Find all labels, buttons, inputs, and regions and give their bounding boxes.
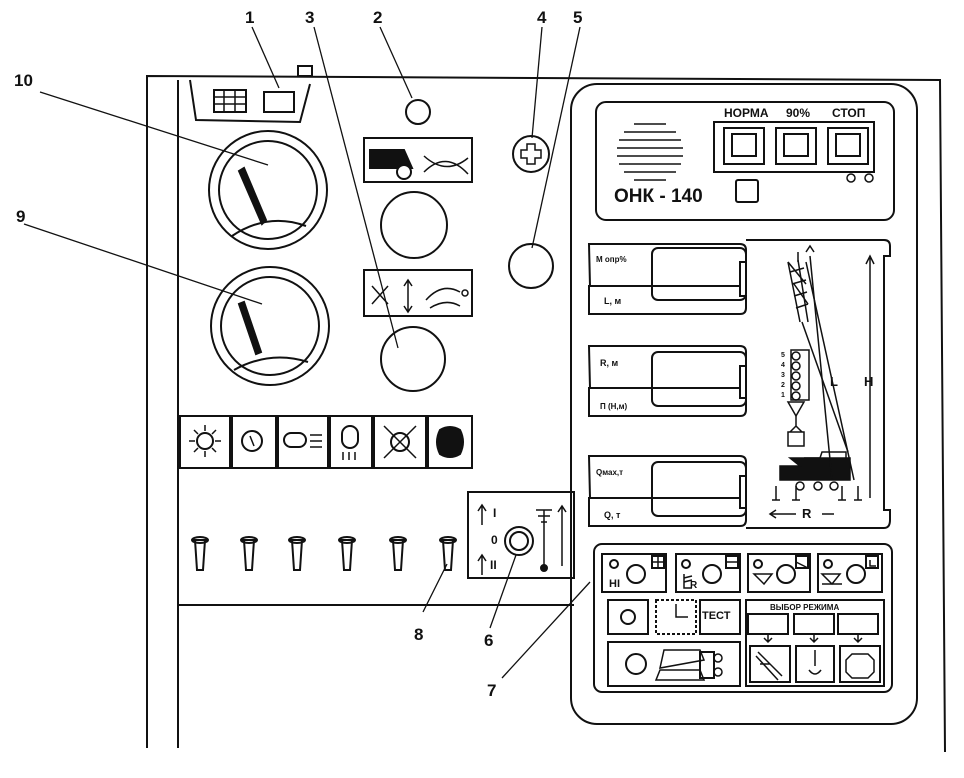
crane-frame — [746, 239, 891, 529]
display-group-2 — [587, 345, 747, 417]
mode-hook-button[interactable] — [795, 645, 835, 683]
callout-10: 10 — [14, 71, 33, 90]
alarm-lamps — [723, 127, 869, 165]
test-label: ТЕСТ — [702, 610, 731, 622]
onk-panel — [570, 83, 918, 725]
callout-1: 1 — [245, 8, 255, 27]
reset-button[interactable] — [735, 179, 759, 203]
gauge-9 — [210, 266, 330, 386]
sign-boom-arrows — [363, 269, 473, 317]
display-3-top-label: Qмах,т — [596, 468, 624, 477]
button-round-lower[interactable] — [380, 326, 446, 392]
indicator-row — [179, 415, 473, 469]
top-bracket — [189, 79, 311, 124]
key-switch-box — [467, 491, 575, 579]
scale-4: 4 — [781, 362, 785, 369]
display-1-top-label: М опр% — [596, 255, 627, 264]
mode-select-title: ВЫБОР РЕЖИМА — [770, 603, 840, 612]
display-group-3 — [587, 455, 747, 527]
crane-height-label: H — [864, 374, 874, 389]
scale-5: 5 — [781, 352, 785, 359]
socket-4[interactable] — [512, 135, 550, 173]
alarm-label-stop: СТОП — [832, 106, 866, 120]
lamp-5 — [508, 243, 554, 289]
relay-block — [263, 91, 295, 113]
mode-select-block — [745, 599, 885, 687]
crane-pictogram — [768, 244, 875, 519]
switch-pos-1: I — [493, 506, 497, 520]
hi-label: HI — [609, 578, 620, 590]
outrigger-button[interactable] — [607, 641, 741, 687]
speaker-grille — [617, 123, 683, 181]
scale-3: 3 — [781, 372, 785, 379]
fuse-block — [213, 89, 247, 113]
mode-off-button[interactable] — [839, 645, 881, 683]
mode-boom-button[interactable] — [749, 645, 791, 683]
callout-8: 8 — [414, 625, 424, 644]
display-1-bottom-label: L, м — [604, 296, 622, 306]
key-switch[interactable] — [504, 526, 534, 556]
mode-keys[interactable] — [601, 553, 883, 593]
callout-4: 4 — [537, 8, 547, 27]
onk-top-unit — [595, 101, 895, 221]
panel-frame — [146, 74, 946, 753]
scale-1: 1 — [781, 392, 785, 399]
cross-icon — [520, 143, 542, 165]
crane-length-label: L — [830, 374, 838, 389]
display-group-1 — [587, 243, 747, 315]
scale-2: 2 — [781, 382, 785, 389]
clock-button[interactable] — [655, 599, 697, 635]
alarm-label-norm: НОРМА — [724, 106, 769, 120]
sign-truck-crossed — [363, 137, 473, 183]
display-3-bottom-label: Q, т — [604, 510, 621, 520]
gauge-10 — [208, 130, 328, 250]
leader-lines — [23, 26, 591, 679]
callout-9: 9 — [16, 207, 26, 226]
callout-6: 6 — [484, 631, 494, 650]
alarm-label-90: 90% — [786, 106, 811, 120]
toggle-switch-row[interactable] — [191, 536, 457, 571]
callout-2: 2 — [373, 8, 383, 27]
r-label: R — [690, 580, 698, 591]
test-button[interactable] — [699, 599, 741, 635]
display-2-bottom-label: П (Н,м) — [600, 402, 628, 411]
switch-pos-2: II — [490, 558, 497, 572]
lamp-2 — [405, 99, 431, 125]
crane-radius-label: R — [802, 506, 812, 521]
callout-5: 5 — [573, 8, 583, 27]
display-2-top-label: R, м — [600, 358, 619, 368]
callout-3: 3 — [305, 8, 315, 27]
onk-control-unit — [593, 543, 893, 693]
onk-model-label: ОНК - 140 — [614, 186, 703, 207]
button-round-upper[interactable] — [380, 191, 448, 259]
switch-pos-0: 0 — [491, 533, 498, 547]
callout-7: 7 — [487, 681, 497, 700]
button-square[interactable] — [607, 599, 649, 635]
